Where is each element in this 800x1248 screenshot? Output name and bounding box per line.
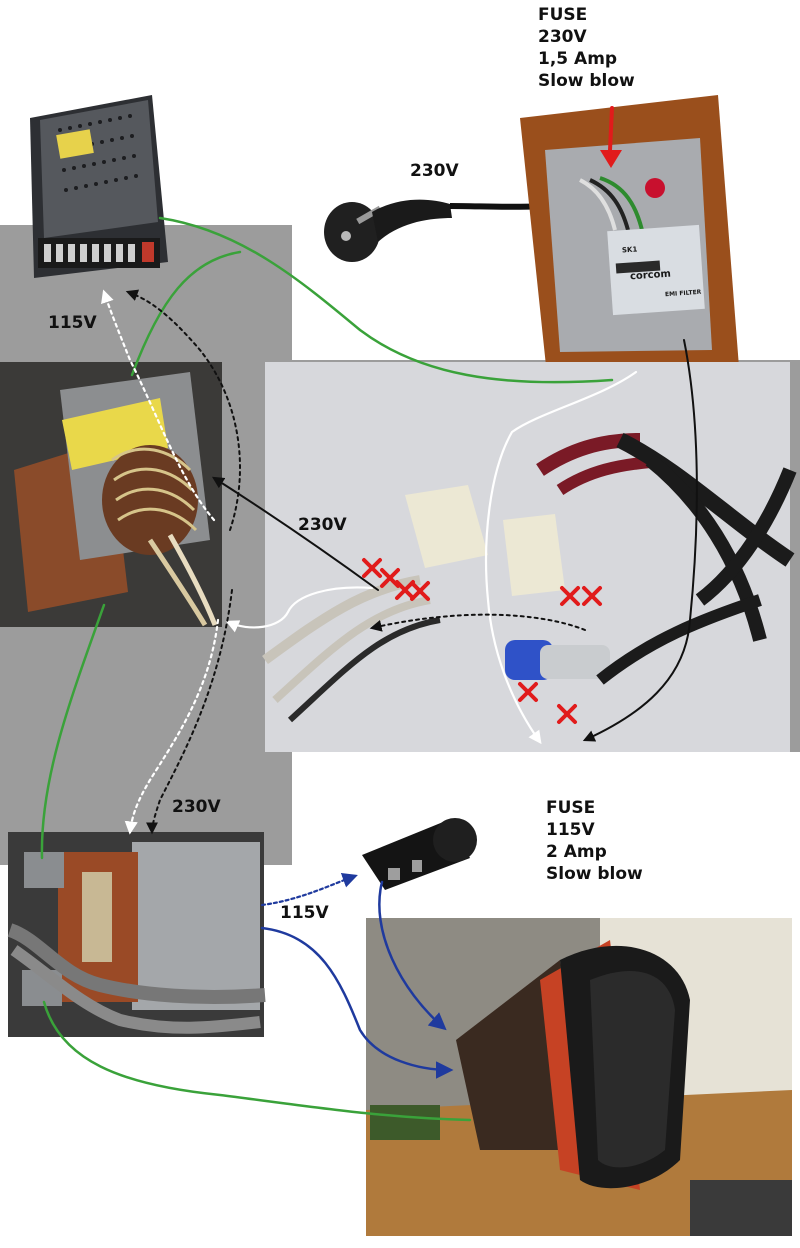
ground-wire-transformers	[40, 603, 106, 860]
transformer-bottom-output-label: 115V	[280, 903, 329, 923]
removed-wire-mark-5	[560, 586, 580, 606]
fuse-115v-label: FUSE 115V 2 Amp Slow blow	[546, 797, 643, 885]
secondary-wire-transformer-monitor	[260, 926, 454, 1079]
fuse-pointer-arrowhead	[600, 150, 622, 168]
fuse-holder	[362, 818, 477, 890]
ground-wire-psu-transformer	[130, 250, 242, 377]
fuse-230v-label: FUSE 230V 1,5 Amp Slow blow	[538, 4, 635, 92]
transformer-top	[0, 362, 222, 627]
removed-wire-mark-7	[518, 682, 538, 702]
connector-photo	[262, 362, 797, 752]
secondary-wire-fuse-monitor	[378, 880, 447, 1031]
secondary-dotted-to-fuse	[260, 872, 358, 907]
connector-voltage-label: 230V	[298, 515, 347, 535]
removed-wire-mark-4	[410, 581, 430, 601]
removed-wire-mark-6	[582, 586, 602, 606]
emi-filter-model: SK1	[621, 245, 638, 255]
transformer-top-output-label: 115V	[48, 313, 97, 333]
fuse-pointer-arrow	[608, 106, 614, 152]
mains-plug	[324, 199, 546, 262]
power-supply-unit	[30, 95, 168, 278]
monitor-photo	[366, 918, 792, 1236]
removed-wire-mark-3	[395, 580, 415, 600]
neutral-dotted-connector	[369, 613, 586, 632]
plug-voltage-label: 230V	[410, 161, 459, 181]
removed-wire-mark-1	[362, 558, 382, 578]
emi-filter-panel	[520, 95, 740, 385]
live-dotted-transformers	[124, 618, 220, 835]
transformer-bottom	[7, 832, 266, 1037]
fuse-115v-line-4: Slow blow	[546, 864, 643, 884]
fuse-230v-line-4: Slow blow	[538, 71, 635, 91]
transformer-bottom-input-label: 230V	[172, 797, 221, 817]
fuse-115v-line-2: 115V	[546, 820, 595, 840]
fuse-230v-line-3: 1,5 Amp	[538, 49, 618, 69]
neutral-dotted-psu-transformer	[125, 289, 241, 531]
fuse-115v-line-3: 2 Amp	[546, 842, 607, 862]
fuse-230v-line-2: 230V	[538, 27, 587, 47]
ground-wire-monitor	[42, 1000, 472, 1122]
removed-wire-mark-8	[557, 704, 577, 724]
neutral-wire-filter-connector	[582, 339, 698, 742]
fuse-230v-line-1: FUSE	[538, 5, 588, 25]
neutral-dotted-transformers	[146, 589, 233, 835]
live-wire-filter-connector	[484, 370, 638, 745]
ground-wire-psu-filter	[158, 216, 614, 384]
fuse-115v-line-1: FUSE	[546, 798, 596, 818]
live-wire-connector-transformer	[225, 586, 374, 633]
removed-wire-mark-2	[380, 568, 400, 588]
live-dotted-psu-transformer	[101, 289, 216, 522]
